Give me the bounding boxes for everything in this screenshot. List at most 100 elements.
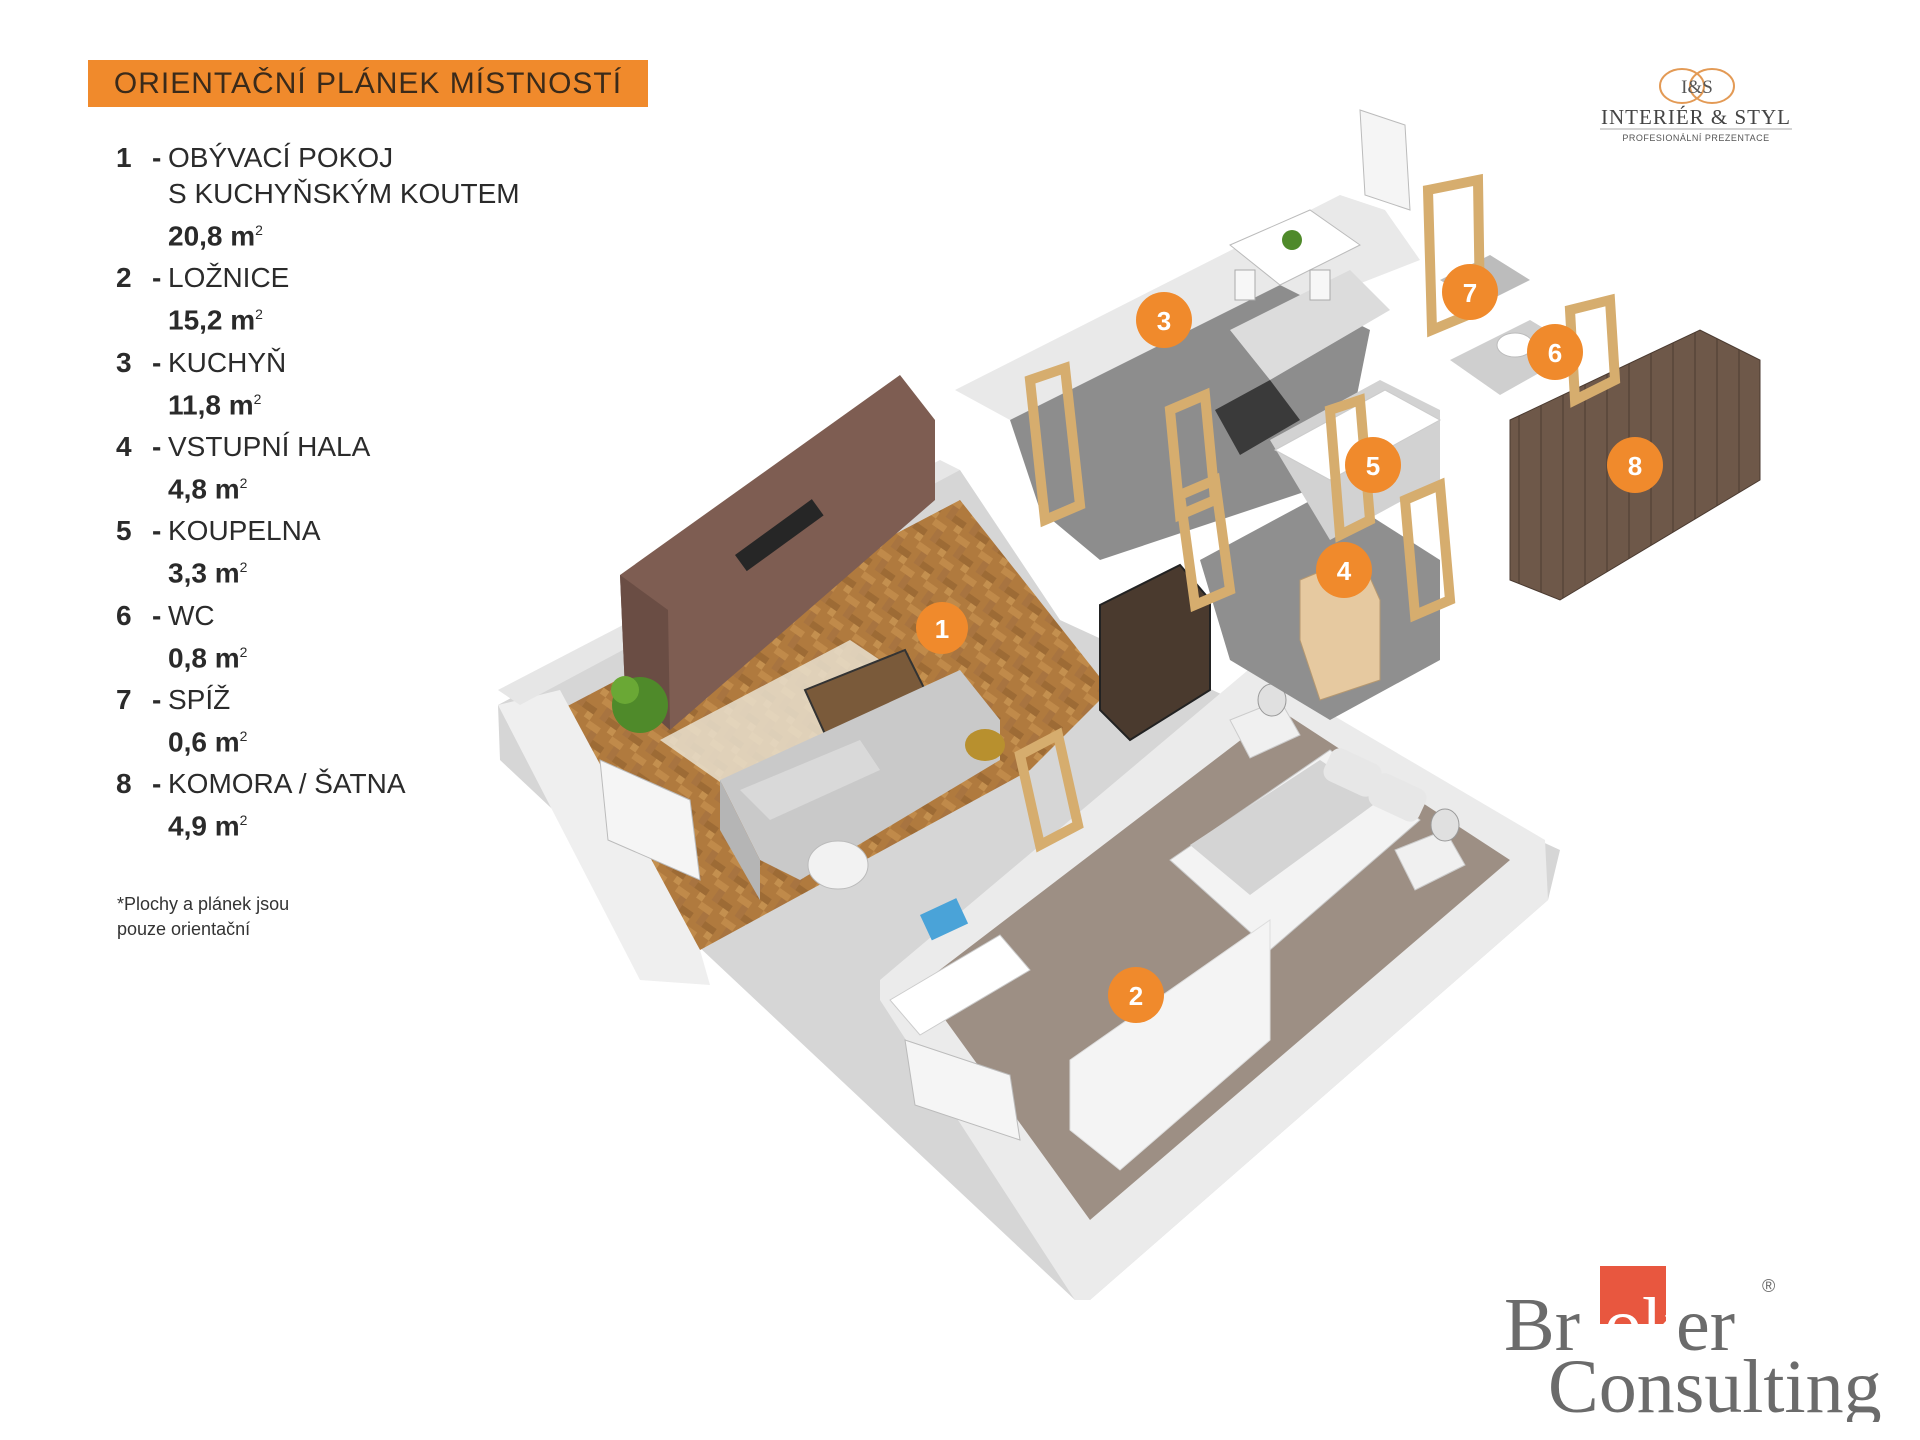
room-marker-label: 1 — [935, 614, 949, 644]
legend-room-name: SPÍŽ — [168, 683, 231, 715]
kitchen-window — [1359, 109, 1411, 211]
room-marker-label: 7 — [1463, 278, 1477, 308]
legend-item-6: 6-WC 0,8 m2 — [116, 598, 520, 676]
room-marker-label: 8 — [1628, 451, 1642, 481]
broker-consulting-logo: Br ok er ® Consulting — [1504, 1266, 1882, 1422]
living-room — [498, 375, 1211, 985]
interier-styl-logo: I&S INTERIÉR & STYL PROFESIONÁLNÍ PREZEN… — [1600, 68, 1792, 143]
cushion — [965, 729, 1005, 761]
legend-room-area: 3,3 m2 — [168, 557, 248, 589]
legend-item-4: 4-VSTUPNÍ HALA 4,8 m2 — [116, 429, 520, 507]
legend-dash: - — [152, 515, 162, 547]
bed-duvet — [1190, 760, 1380, 895]
legend-number: 2 — [116, 262, 132, 294]
legend-item-5: 5-KOUPELNA 3,3 m2 — [116, 513, 520, 591]
legend-number: 7 — [116, 683, 132, 715]
legend-item-3: 3-KUCHYŇ 11,8 m2 — [116, 345, 520, 423]
dining-chair — [1234, 269, 1256, 301]
logo-tagline: PROFESIONÁLNÍ PREZENTACE — [1622, 133, 1769, 143]
legend-dash: - — [152, 346, 162, 378]
tv — [735, 499, 824, 572]
legend-room-name: WC — [168, 599, 215, 631]
legend-dash: - — [152, 262, 162, 294]
door — [1174, 472, 1236, 613]
legend-room-name: KUCHYŇ — [168, 346, 287, 378]
room-marker-5 — [1345, 437, 1401, 493]
logo-mark: I&S — [1681, 77, 1713, 98]
room-marker-7 — [1442, 264, 1498, 320]
footnote-line: *Plochy a plánek jsou — [117, 894, 290, 914]
legend-item-8: 8-KOMORA / ŠATNA 4,9 m2 — [116, 766, 520, 844]
room-marker-label: 2 — [1129, 981, 1143, 1011]
door — [1024, 361, 1086, 528]
room-marker-6 — [1527, 324, 1583, 380]
living-wall-left — [498, 690, 710, 985]
pillow — [1368, 773, 1427, 822]
logo-name: INTERIÉR & STYL — [1601, 105, 1791, 129]
bedside-lamp — [1430, 808, 1460, 842]
legend-item-2: 2-LOŽNICE 15,2 m2 — [116, 260, 520, 338]
logo-word-a: Br — [1504, 1283, 1580, 1367]
living-window — [599, 759, 701, 881]
legend-dash: - — [152, 683, 162, 715]
room-marker-8 — [1607, 437, 1663, 493]
footnote-line: pouze orientační — [117, 919, 251, 939]
room-marker-label: 3 — [1157, 306, 1171, 336]
room-marker-label: 4 — [1337, 556, 1352, 586]
legend-dash: - — [152, 768, 162, 800]
door — [1399, 477, 1456, 623]
legend-number: 4 — [116, 430, 132, 462]
legend-room-name: VSTUPNÍ HALA — [168, 430, 371, 462]
legend-room-area: 11,8 m2 — [168, 388, 262, 420]
room-marker-3 — [1136, 292, 1192, 348]
bedroom-window — [904, 1039, 1021, 1141]
legend-number: 6 — [116, 599, 132, 631]
legend-number: 5 — [116, 515, 132, 547]
legend-number: 3 — [116, 346, 132, 378]
bedroom — [880, 660, 1548, 1300]
metal-shelf — [1099, 563, 1211, 742]
logo-word-b: ok — [1604, 1283, 1680, 1367]
room-marker-label: 6 — [1548, 338, 1562, 368]
room-marker-2 — [1108, 967, 1164, 1023]
page-title-text: ORIENTAČNÍ PLÁNEK MÍSTNOSTÍ — [113, 66, 623, 100]
logo-word-consulting: Consulting — [1548, 1345, 1882, 1422]
legend-room-area: 20,8 m2 — [168, 220, 263, 252]
dining-chair — [1309, 269, 1331, 301]
legend-number: 1 — [116, 142, 132, 173]
kitchen-stove — [1215, 380, 1300, 455]
legend-room-area: 4,9 m2 — [168, 810, 248, 842]
room-legend: 1-OBÝVACÍ POKOJ S KUCHYŇSKÝM KOUTEM 20,8… — [116, 140, 520, 851]
legend-item-1: 1-OBÝVACÍ POKOJ S KUCHYŇSKÝM KOUTEM 20,8… — [116, 140, 520, 254]
vase-plant — [1282, 230, 1302, 250]
kitchen-counter — [1230, 270, 1390, 380]
legend-dash: - — [152, 142, 162, 173]
legend-item-7: 7-SPÍŽ 0,6 m2 — [116, 682, 520, 760]
room-markers: 1 2 3 4 5 6 7 8 — [916, 264, 1663, 1023]
legend-room-name: OBÝVACÍ POKOJ — [168, 142, 394, 173]
legend-room-name: KOUPELNA — [168, 515, 321, 547]
bookcase — [620, 375, 935, 730]
legend-number: 8 — [116, 768, 132, 800]
door — [1324, 393, 1376, 543]
room-marker-1 — [916, 602, 968, 654]
door — [1014, 727, 1084, 853]
logo-word-c: er — [1676, 1283, 1735, 1367]
legend-dash: - — [152, 430, 162, 462]
desk — [889, 934, 1031, 1036]
legend-room-name: KOMORA / ŠATNA — [168, 768, 406, 800]
sofa-cushion-left — [740, 740, 880, 820]
legend-room-area: 15,2 m2 — [168, 304, 263, 336]
nightstand — [1394, 829, 1466, 891]
monitor — [920, 898, 969, 941]
pillow — [1323, 748, 1382, 797]
floor-lamp — [807, 840, 869, 890]
page-title: ORIENTAČNÍ PLÁNEK MÍSTNOSTÍ — [88, 60, 648, 107]
wardrobe-white — [1069, 919, 1271, 1171]
legend-dash: - — [152, 599, 162, 631]
sofa-back — [720, 780, 760, 900]
footnote: *Plochy a plánek jsou pouze orientační — [117, 892, 347, 942]
legend-room-name: LOŽNICE — [168, 262, 290, 294]
legend-room-area: 4,8 m2 — [168, 473, 248, 505]
